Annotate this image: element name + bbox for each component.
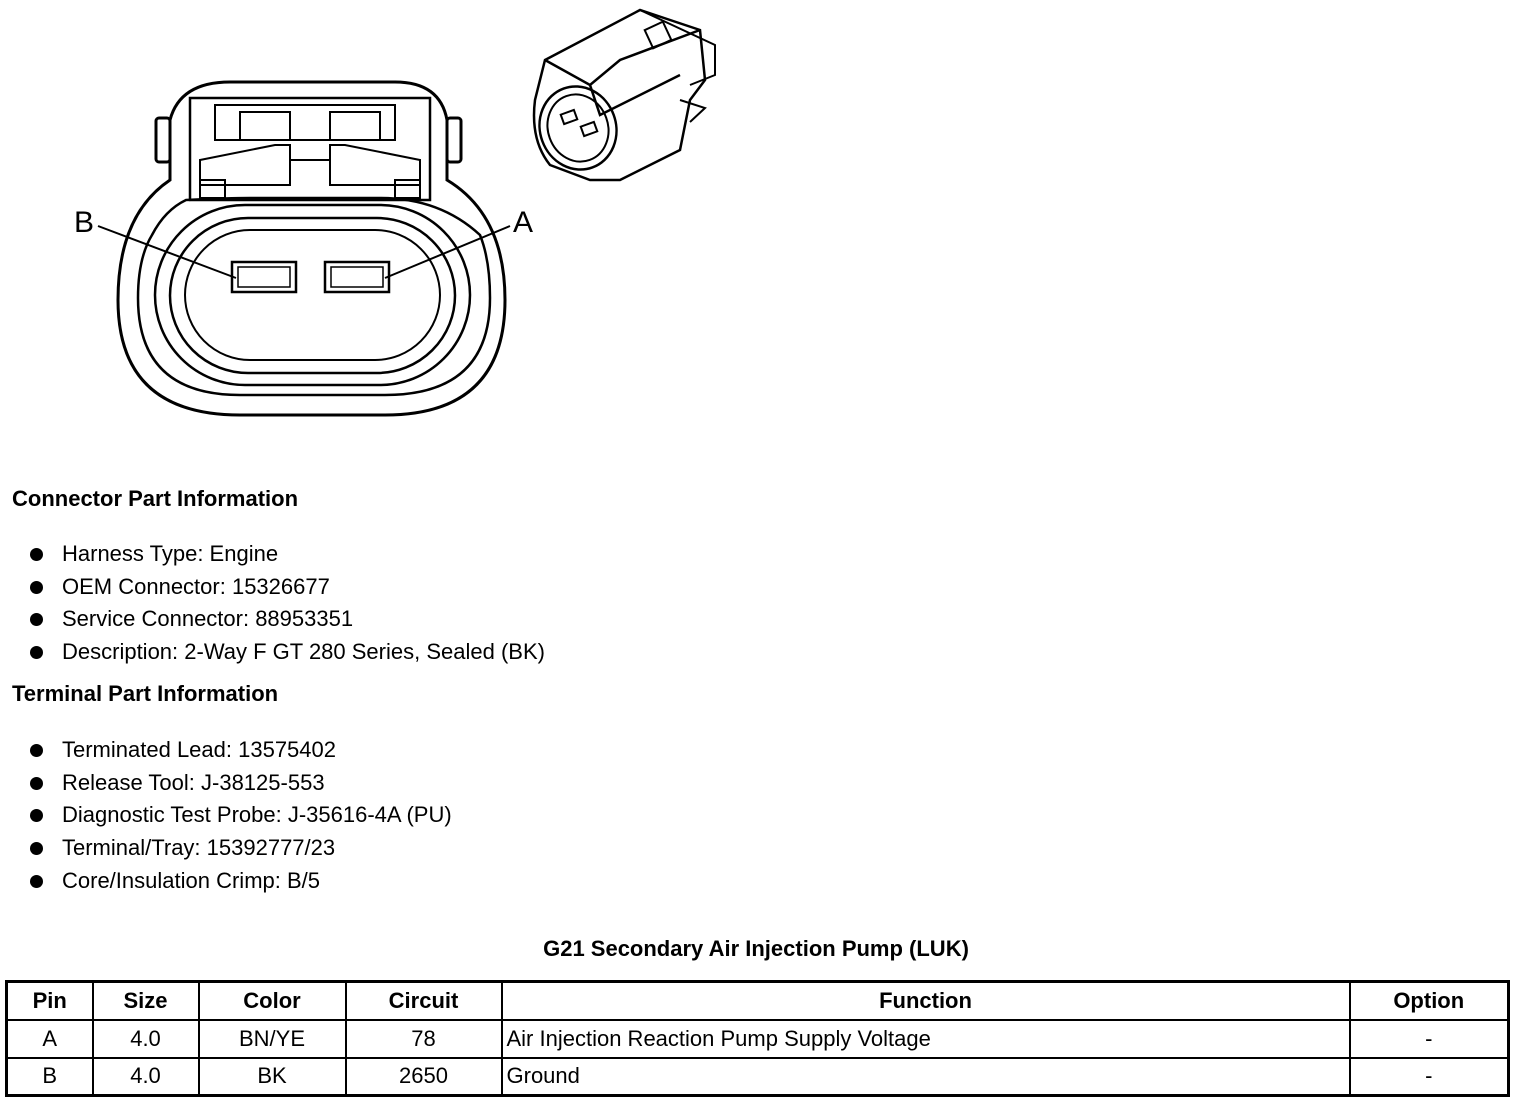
list-item: OEM Connector: 15326677: [26, 571, 545, 604]
list-item: Diagnostic Test Probe: J-35616-4A (PU): [26, 799, 452, 832]
cell-circuit: 78: [344, 1018, 503, 1059]
table-title: G21 Secondary Air Injection Pump (LUK): [543, 936, 969, 961]
header-pin: Pin: [5, 980, 94, 1021]
pin-label-a: A: [513, 206, 533, 239]
connector-face-view: [97, 80, 511, 417]
bullet-icon: [30, 580, 43, 594]
list-item: Core/Insulation Crimp: B/5: [26, 865, 452, 898]
list-item: Service Connector: 88953351: [26, 603, 545, 636]
cell-option: -: [1348, 1018, 1510, 1059]
header-function: Function: [500, 980, 1351, 1021]
pin-table: Pin Size Color Circuit Function Option A…: [5, 980, 1510, 1097]
bullet-icon: [30, 809, 43, 823]
cell-size: 4.0: [91, 1056, 200, 1097]
cell-size: 4.0: [91, 1018, 200, 1059]
header-option: Option: [1348, 980, 1510, 1021]
bullet-icon: [30, 744, 43, 757]
cell-function: Ground: [500, 1056, 1351, 1097]
connector-part-info-heading: Connector Part Information: [12, 486, 299, 511]
connector-diagram: B A: [74, 8, 716, 417]
list-item: Harness Type: Engine: [26, 538, 545, 571]
header-color: Color: [197, 980, 347, 1021]
list-item: Description: 2-Way F GT 280 Series, Seal…: [26, 636, 545, 669]
header-circuit: Circuit: [344, 980, 503, 1021]
list-item: Terminal/Tray: 15392777/23: [26, 832, 452, 865]
cell-color: BK: [197, 1056, 347, 1097]
bullet-icon: [30, 548, 43, 561]
bullet-icon: [30, 646, 43, 660]
terminal-part-info-list: Terminated Lead: 13575402 Release Tool: …: [26, 734, 452, 897]
connector-isometric-view: [532, 8, 716, 182]
cell-pin: A: [5, 1018, 94, 1059]
bullet-icon: [30, 874, 43, 888]
list-item: Terminated Lead: 13575402: [26, 734, 452, 767]
bullet-icon: [30, 842, 43, 856]
pin-label-b: B: [74, 206, 94, 239]
header-size: Size: [91, 980, 200, 1021]
cell-pin: B: [5, 1056, 94, 1097]
terminal-part-info-heading: Terminal Part Information: [12, 681, 279, 706]
cell-function: Air Injection Reaction Pump Supply Volta…: [500, 1018, 1351, 1059]
table-header-row: Pin Size Color Circuit Function Option: [5, 980, 1510, 1021]
connector-part-info-list: Harness Type: Engine OEM Connector: 1532…: [26, 538, 545, 669]
cell-circuit: 2650: [344, 1056, 503, 1097]
list-item: Release Tool: J-38125-553: [26, 767, 452, 800]
bullet-icon: [30, 776, 43, 790]
table-row: A 4.0 BN/YE 78 Air Injection Reaction Pu…: [5, 1018, 1510, 1059]
table-row: B 4.0 BK 2650 Ground -: [5, 1056, 1510, 1097]
cell-option: -: [1348, 1056, 1510, 1097]
bullet-icon: [30, 613, 43, 627]
cell-color: BN/YE: [197, 1018, 347, 1059]
